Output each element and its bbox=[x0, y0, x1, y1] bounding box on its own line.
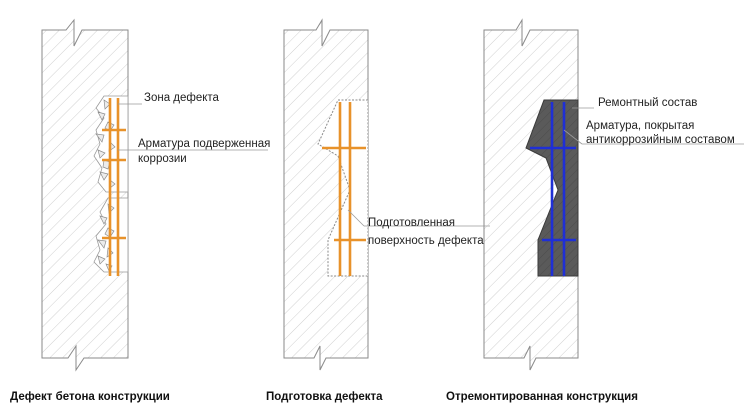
panel-3-repaired: Ремонтный состав Арматура, покрытая анти… bbox=[446, 18, 744, 403]
panel-1-label-defect-zone: Зона дефекта bbox=[144, 92, 220, 104]
panel-3-leader-rebar bbox=[563, 129, 583, 145]
panel-3-label-rebar-line-2: антикоррозийным составом bbox=[586, 134, 735, 146]
panel-1-label-rebar-line-1: Арматура подверженная bbox=[138, 138, 270, 150]
panel-2-preparation: Подготовленная поверхность дефекта Подго… bbox=[266, 18, 490, 403]
panel-1-defect: Зона дефекта Арматура подверженная корро… bbox=[10, 18, 270, 403]
panel-3-caption: Отремонтированная конструкция bbox=[446, 391, 638, 403]
panel-3-rebars bbox=[530, 102, 576, 276]
panel-2-rebars bbox=[322, 102, 366, 276]
panel-3-label-mortar: Ремонтный состав bbox=[598, 97, 697, 109]
panel-1-label-rebar-line-2: коррозии bbox=[138, 153, 187, 165]
panel-1-column bbox=[41, 18, 129, 372]
panel-2-caption: Подготовка дефекта bbox=[266, 391, 383, 403]
panel-1-caption: Дефект бетона конструкции bbox=[10, 391, 170, 403]
panel-2-label-surface-line-2: поверхность дефекта bbox=[368, 235, 484, 247]
panel-3-label-rebar-line-1: Арматура, покрытая bbox=[586, 120, 694, 132]
panel-2-label-surface-line-1: Подготовленная bbox=[368, 217, 455, 229]
panel-1-rebars bbox=[102, 98, 126, 276]
panel-2-leader-surface bbox=[347, 209, 365, 227]
